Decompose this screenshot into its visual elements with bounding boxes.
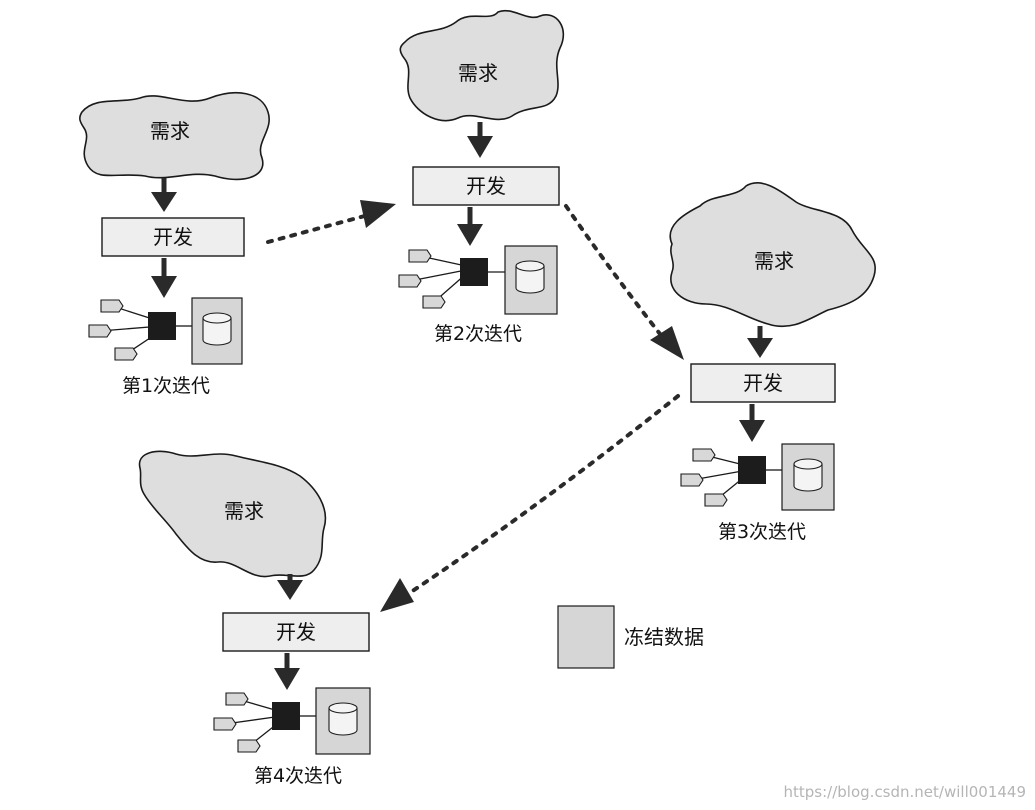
development-label-3: 开发 bbox=[743, 371, 783, 395]
requirement-label-3: 需求 bbox=[754, 249, 794, 273]
legend: 冻结数据 bbox=[557, 605, 704, 669]
arrow-down-icon bbox=[457, 207, 483, 246]
development-label-2: 开发 bbox=[466, 174, 506, 198]
hub-node-icon bbox=[680, 448, 782, 507]
arrow-down-icon bbox=[277, 574, 303, 600]
cylinder-database-icon bbox=[515, 260, 545, 294]
requirement-label-2: 需求 bbox=[458, 61, 498, 85]
cylinder-database-icon bbox=[793, 458, 823, 492]
iteration-caption-4: 第4次迭代 bbox=[254, 765, 342, 787]
cylinder-database-icon bbox=[202, 312, 232, 346]
arrow-down-icon bbox=[274, 653, 300, 690]
frozen-data-frame-2 bbox=[504, 245, 558, 315]
watermark: https://blog.csdn.net/will001449 bbox=[784, 783, 1026, 801]
cylinder-database-icon bbox=[328, 702, 358, 736]
hub-node-icon bbox=[398, 249, 505, 309]
requirement-cloud-1 bbox=[79, 91, 270, 181]
development-box-1 bbox=[101, 217, 245, 257]
development-box-2 bbox=[412, 166, 560, 206]
development-label-1: 开发 bbox=[153, 225, 193, 249]
iteration-3: 需求 开发 第3次迭代 bbox=[669, 182, 876, 543]
legend-frozen-data-swatch bbox=[557, 605, 615, 669]
iteration-2: 需求 开发 第2次迭代 bbox=[398, 9, 565, 345]
development-label-4: 开发 bbox=[276, 620, 316, 644]
arrow-down-icon bbox=[151, 178, 177, 212]
iteration-caption-2: 第2次迭代 bbox=[434, 323, 522, 345]
requirement-cloud-4 bbox=[138, 450, 327, 578]
requirement-cloud-3 bbox=[669, 182, 876, 328]
arrow-down-icon bbox=[467, 122, 493, 158]
development-box-3 bbox=[690, 363, 836, 403]
requirement-label-4: 需求 bbox=[224, 499, 264, 523]
iteration-caption-3: 第3次迭代 bbox=[718, 521, 806, 543]
requirement-label-1: 需求 bbox=[150, 119, 190, 143]
arrow-down-icon bbox=[739, 404, 765, 442]
requirement-cloud-2 bbox=[399, 9, 565, 122]
dotted-arrow-icon bbox=[380, 394, 680, 612]
iteration-1: 需求 开发 第1次迭代 bbox=[79, 91, 270, 397]
hub-node-icon bbox=[213, 692, 316, 753]
legend-label: 冻结数据 bbox=[624, 625, 704, 649]
hub-node-icon bbox=[88, 299, 192, 361]
iteration-caption-1: 第1次迭代 bbox=[122, 375, 210, 397]
dotted-arrow-icon bbox=[266, 200, 396, 244]
iteration-4: 需求 开发 第4次迭代 bbox=[138, 450, 371, 787]
dotted-arrow-icon bbox=[564, 204, 684, 360]
development-box-4 bbox=[222, 612, 370, 652]
arrow-down-icon bbox=[151, 258, 177, 298]
arrow-down-icon bbox=[747, 326, 773, 358]
